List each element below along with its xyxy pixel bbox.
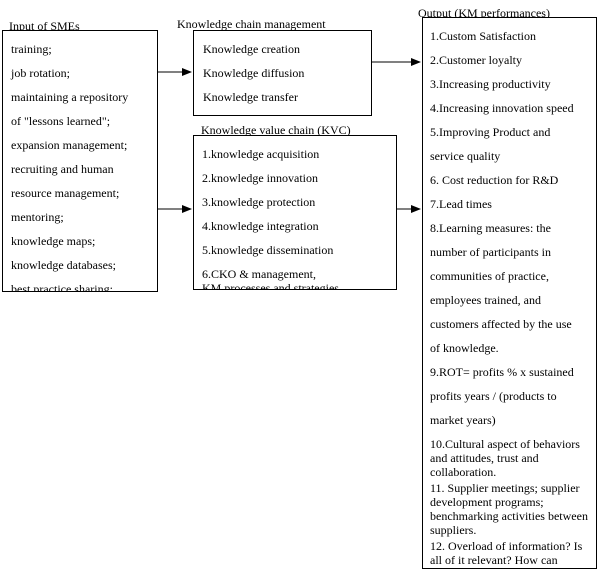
output-title: Output (KM performances)	[418, 6, 550, 20]
output-box: 1.Custom Satisfaction 2.Customer loyalty…	[422, 17, 597, 569]
input-item: training;	[11, 42, 52, 56]
output-line: 2.Customer loyalty	[430, 53, 522, 67]
inputs-box: training; job rotation; maintaining a re…	[2, 30, 158, 292]
value-chain-box: 1.knowledge acquisition 2.knowledge inno…	[193, 135, 397, 290]
output-line: 7.Lead times	[430, 197, 492, 211]
input-item: best practice sharing;	[11, 282, 113, 292]
input-item: mentoring;	[11, 210, 64, 224]
value-chain-item: KM processes and strategies	[202, 281, 339, 290]
inputs-title: Input of SMEs	[9, 19, 80, 33]
input-item: maintaining a repository	[11, 90, 129, 104]
output-line: 5.Improving Product and	[430, 125, 551, 139]
value-chain-item: 5.knowledge dissemination	[202, 243, 334, 257]
output-paragraph: 10.Cultural aspect of behaviors and atti…	[430, 437, 580, 479]
knowledge-chain-item: Knowledge creation	[203, 42, 300, 56]
output-line: communities of practice,	[430, 269, 549, 283]
output-line: customers affected by the use	[430, 317, 572, 331]
output-line: 3.Increasing productivity	[430, 77, 551, 91]
value-chain-item: 1.knowledge acquisition	[202, 147, 320, 161]
input-item: recruiting and human	[11, 162, 114, 176]
output-paragraph: 12. Overload of information? Is all of i…	[430, 539, 583, 567]
output-line: 9.ROT= profits % x sustained	[430, 365, 574, 379]
output-line: of knowledge.	[430, 341, 499, 355]
output-line: 4.Increasing innovation speed	[430, 101, 574, 115]
input-item: expansion management;	[11, 138, 128, 152]
output-line: employees trained, and	[430, 293, 541, 307]
output-paragraph: 11. Supplier meetings; supplier developm…	[430, 481, 588, 537]
output-line: profits years / (products to	[430, 389, 557, 403]
knowledge-chain-item: Knowledge diffusion	[203, 66, 305, 80]
value-chain-item: 2.knowledge innovation	[202, 171, 318, 185]
knowledge-chain-item: Knowledge transfer	[203, 90, 298, 104]
input-item: resource management;	[11, 186, 120, 200]
knowledge-chain-box: Knowledge creation Knowledge diffusion K…	[193, 30, 372, 116]
knowledge-chain-title: Knowledge chain management	[177, 17, 326, 31]
output-line: 6. Cost reduction for R&D	[430, 173, 559, 187]
output-line: market years)	[430, 413, 496, 427]
output-line: 8.Learning measures: the	[430, 221, 551, 235]
output-line: service quality	[430, 149, 501, 163]
input-item: knowledge maps;	[11, 234, 96, 248]
value-chain-title: Knowledge value chain (KVC)	[201, 123, 351, 137]
input-item: of "lessons learned";	[11, 114, 111, 128]
input-item: job rotation;	[11, 66, 70, 80]
value-chain-item: 6.CKO & management,	[202, 267, 316, 281]
value-chain-item: 3.knowledge protection	[202, 195, 316, 209]
output-line: 1.Custom Satisfaction	[430, 29, 536, 43]
output-line: number of participants in	[430, 245, 551, 259]
input-item: knowledge databases;	[11, 258, 116, 272]
value-chain-item: 4.knowledge integration	[202, 219, 319, 233]
